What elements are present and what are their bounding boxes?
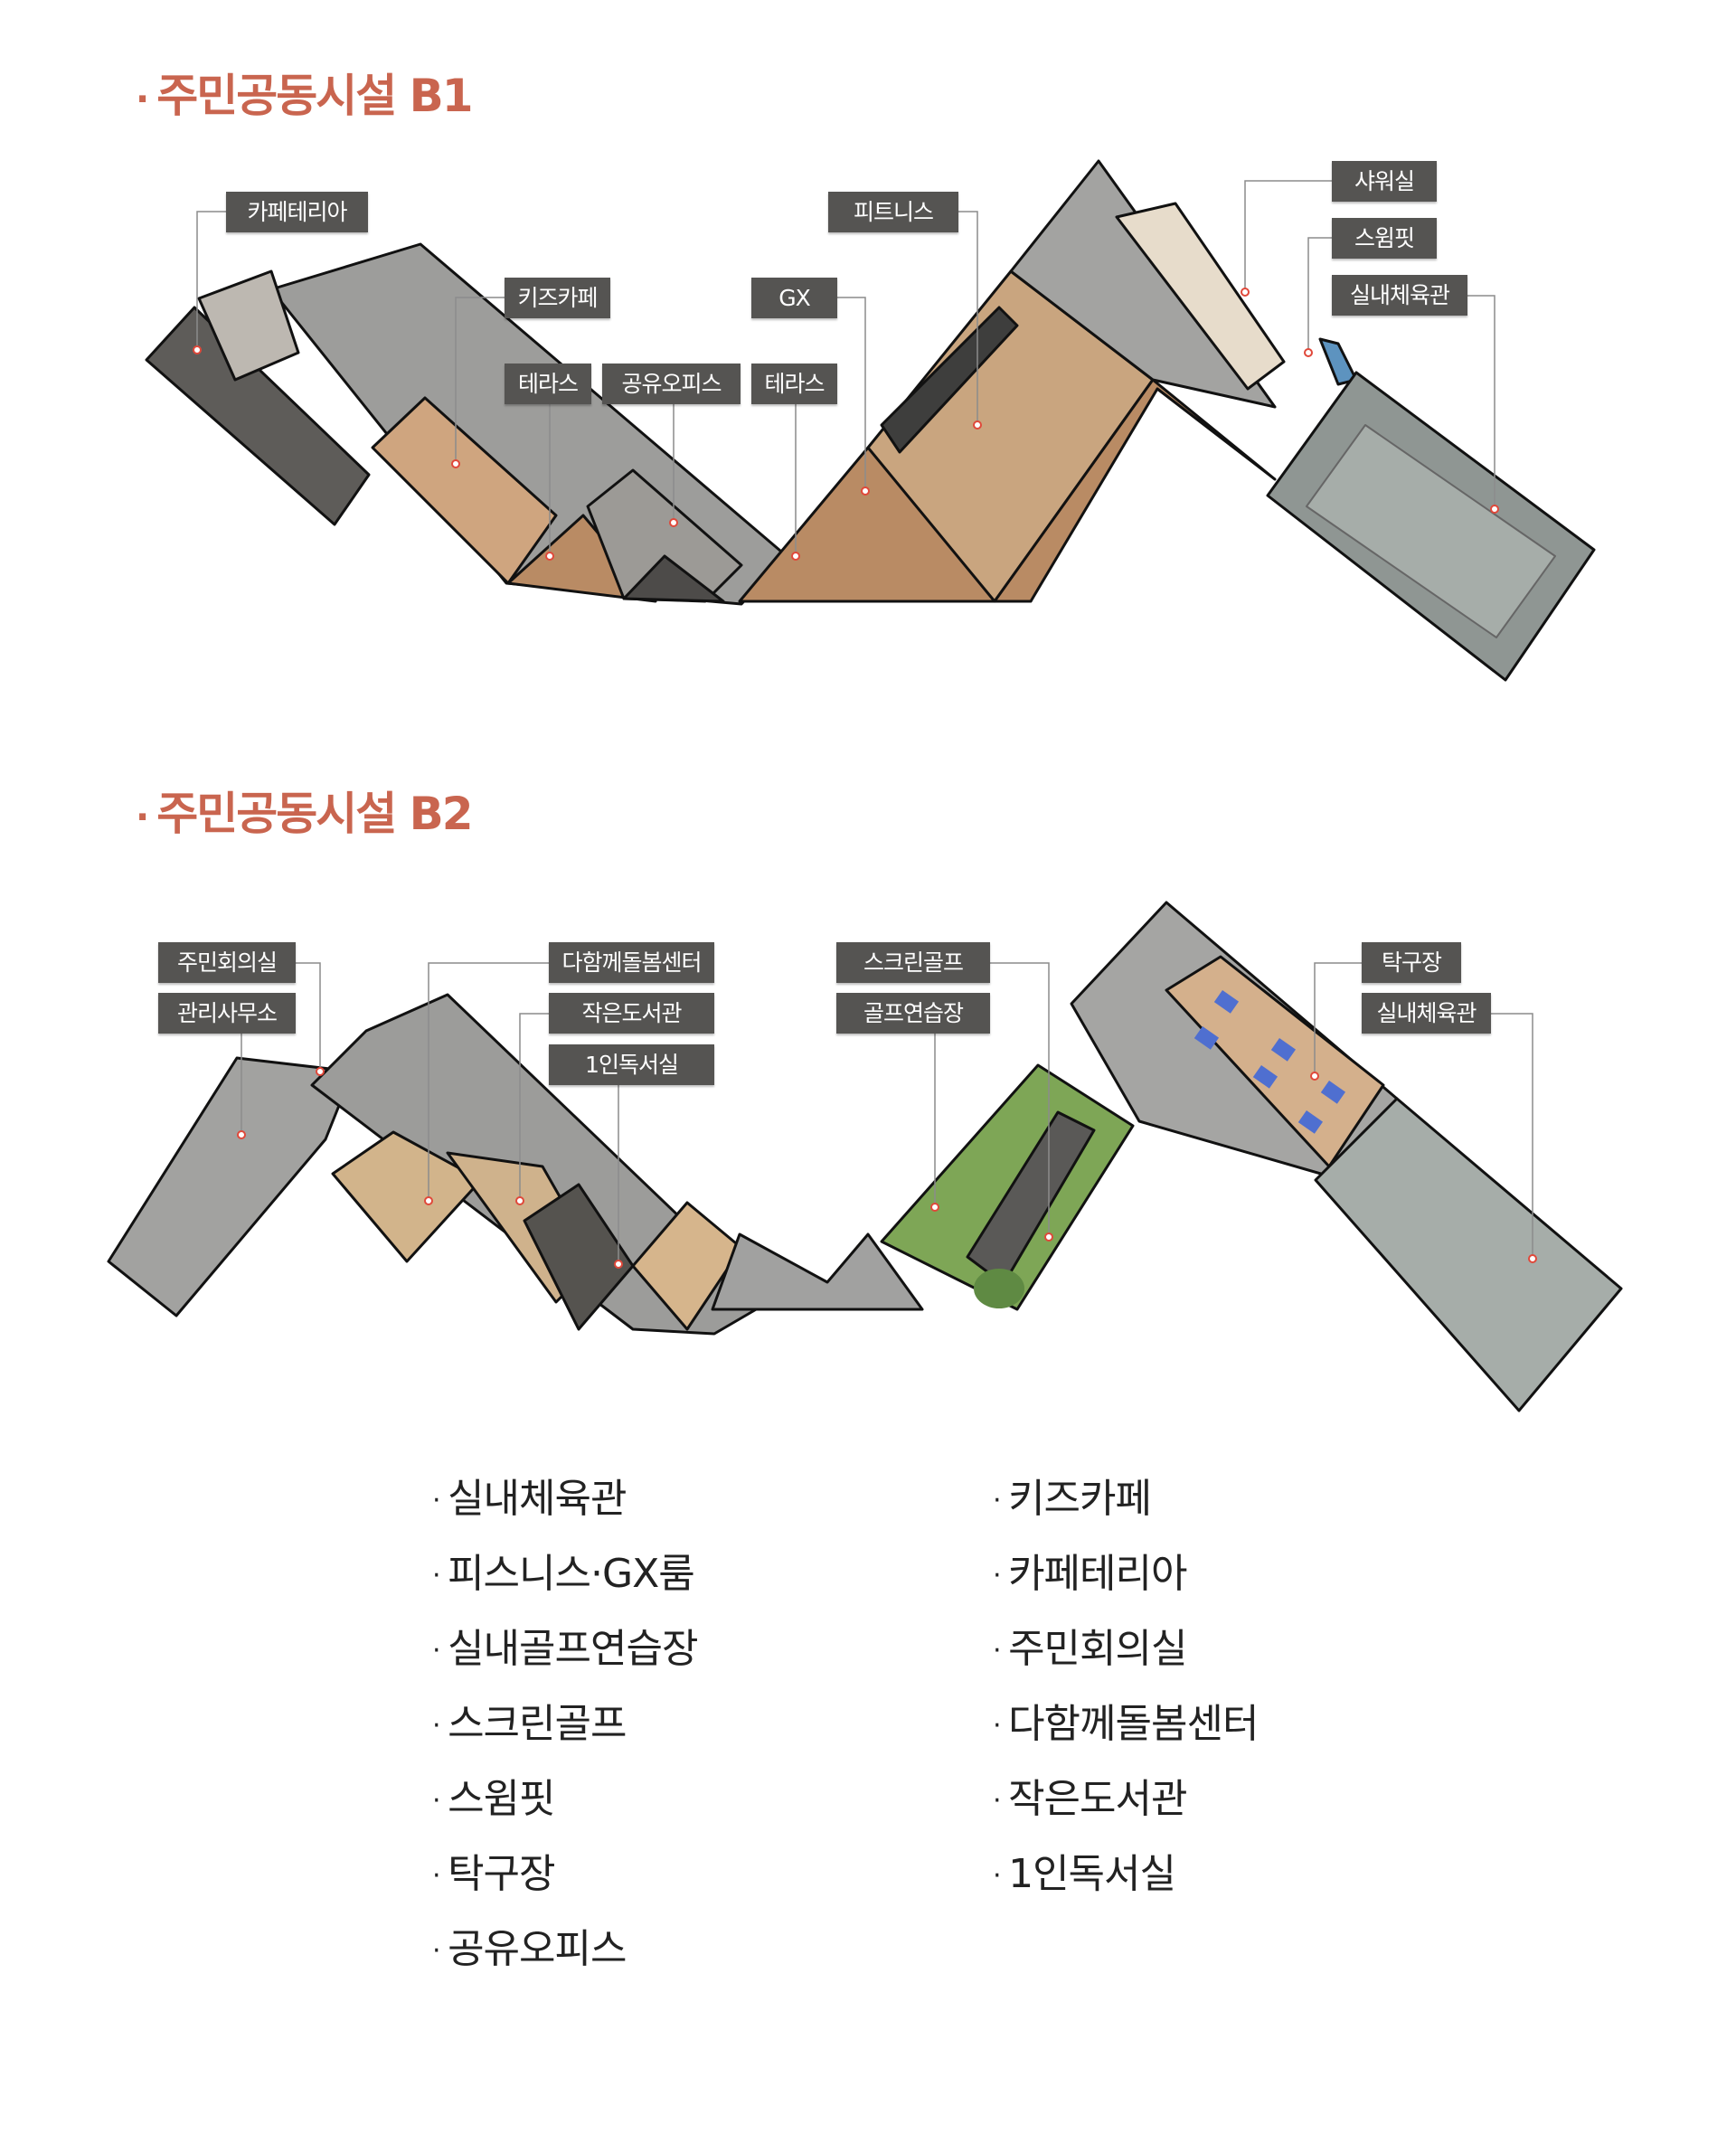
facility-list-left: 실내체육관 피스니스·GX룸 실내골프연습장 스크린골프 스윔핏 탁구장 공유오…	[432, 1472, 698, 1997]
facility-item: 실내체육관	[432, 1472, 697, 1547]
label-small-library: 작은도서관	[549, 993, 714, 1034]
label-b2-gym: 실내체육관	[1362, 993, 1491, 1034]
location-dots	[193, 288, 1537, 1269]
facility-item: 작은도서관	[993, 1772, 1258, 1847]
label-gx: GX	[751, 278, 837, 318]
facility-item: 실내골프연습장	[432, 1622, 698, 1697]
label-terrace-1: 테라스	[505, 364, 591, 404]
b2-section-title: 주민공동시설 B2	[136, 778, 473, 843]
facility-item: 스윔핏	[432, 1772, 697, 1847]
facility-list-right: 키즈카페 카페테리아 주민회의실 다함께돌봄센터 작은도서관 1인독서실	[993, 1472, 1259, 1922]
label-golf-practice: 골프연습장	[836, 993, 990, 1034]
facility-item: 다함께돌봄센터	[993, 1697, 1259, 1772]
b1-floor-plan	[145, 159, 1596, 682]
facility-item: 탁구장	[432, 1847, 697, 1922]
label-terrace-2: 테라스	[751, 364, 837, 404]
label-kids-cafe: 키즈카페	[505, 278, 610, 318]
label-reading-room: 1인독서실	[549, 1044, 714, 1085]
label-cafeteria: 카페테리아	[226, 192, 368, 232]
label-meeting-room: 주민회의실	[158, 942, 296, 983]
leader-lines	[196, 180, 1533, 1264]
label-care-center: 다함께돌봄센터	[549, 942, 714, 983]
facility-item: 1인독서실	[993, 1847, 1258, 1922]
facility-item: 피스니스·GX룸	[432, 1547, 697, 1622]
facility-item: 공유오피스	[432, 1922, 697, 1997]
facility-item: 스크린골프	[432, 1697, 697, 1772]
facility-item: 주민회의실	[993, 1622, 1258, 1697]
facility-item: 카페테리아	[993, 1547, 1258, 1622]
label-swim-fit: 스윔핏	[1332, 218, 1437, 259]
label-shower: 샤워실	[1332, 161, 1437, 202]
label-b1-gym: 실내체육관	[1332, 275, 1467, 316]
label-management-office: 관리사무소	[158, 993, 296, 1034]
label-fitness: 피트니스	[828, 192, 958, 232]
label-screen-golf: 스크린골프	[836, 942, 990, 983]
label-shared-office: 공유오피스	[602, 364, 741, 404]
b1-section-title: 주민공동시설 B1	[136, 60, 473, 125]
label-table-tennis: 탁구장	[1362, 942, 1461, 983]
facility-item: 키즈카페	[993, 1472, 1258, 1547]
b2-floor-plan	[107, 901, 1623, 1412]
